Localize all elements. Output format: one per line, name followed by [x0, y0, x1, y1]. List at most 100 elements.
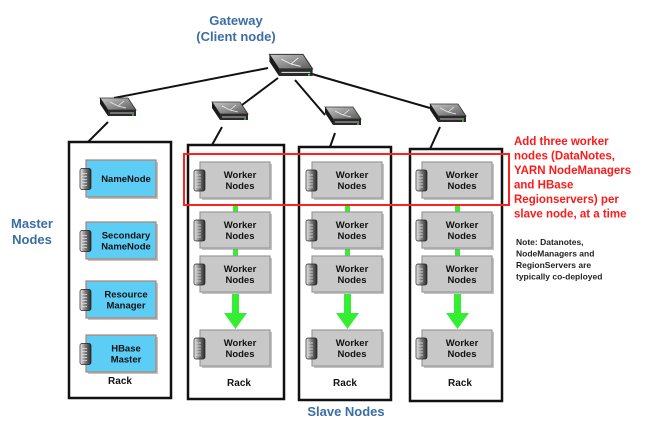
arrow-connector	[455, 206, 460, 213]
gateway-switch-icon	[268, 53, 314, 77]
slave-rack: Rack	[408, 147, 504, 403]
node-label: Worker	[446, 264, 479, 275]
note-line: NodeManagers and	[516, 249, 594, 259]
server-icon	[415, 337, 428, 360]
server-icon	[193, 337, 206, 360]
node-label: Nodes	[225, 231, 254, 242]
link-gateway-switch4	[304, 71, 431, 109]
note-line: Note: Datanotes,	[516, 237, 584, 247]
node-label: Nodes	[225, 349, 254, 360]
growth-arrows	[224, 206, 469, 329]
link-gateway-switch3	[294, 79, 326, 116]
rack-switch-icon	[429, 103, 467, 123]
arrow-head	[336, 313, 359, 329]
node-label: Nodes	[337, 349, 366, 360]
link-gateway-switch2	[241, 77, 279, 106]
node-label: Worker	[336, 264, 369, 275]
annotation-text: Add three worker nodes (DataNotes, YARN No…	[514, 136, 631, 221]
arrow-shaft	[344, 294, 351, 314]
annotation-line: and HBase	[514, 180, 573, 192]
arrow-connector	[233, 206, 238, 213]
rack-switch-icon	[99, 97, 137, 117]
slave-nodes-label: Slave Nodes	[307, 404, 384, 419]
node-label: Worker	[224, 264, 257, 275]
server-icon	[79, 230, 92, 252]
server-icon	[193, 169, 206, 192]
node-label: Manager	[106, 301, 145, 312]
node-label: Secondary	[102, 231, 151, 242]
annotation-line: YARN NodeManagers	[514, 165, 631, 177]
master-node-group: NameNodeSecondaryNameNodeResourceManager…	[79, 159, 158, 374]
link-gateway-switch1	[113, 67, 269, 99]
node-label: NameNode	[101, 242, 151, 253]
node-label: Worker	[336, 170, 369, 181]
server-icon	[79, 168, 92, 190]
server-icon	[79, 289, 92, 311]
node-label: Worker	[336, 338, 369, 349]
rack-label: Rack	[108, 376, 132, 387]
link-switch1-rack	[87, 121, 109, 143]
server-icon	[305, 263, 318, 286]
worker-node-group: WorkerNodesWorkerNodesWorkerNodesWorkerN…	[193, 161, 494, 368]
slave-rack: Rack	[186, 143, 286, 401]
server-icon	[305, 169, 318, 192]
slave-rack: Rack	[297, 145, 393, 402]
server-icon	[79, 343, 92, 365]
annotation-line: slave node, at a time	[514, 209, 627, 221]
annotation-line: Regionservers) per	[514, 194, 619, 206]
arrow-connector	[345, 206, 350, 213]
node-label: Worker	[446, 338, 479, 349]
server-icon	[305, 337, 318, 360]
link-switch3-rack	[329, 132, 336, 148]
network-links	[87, 67, 441, 150]
server-icon	[415, 219, 428, 242]
node-label: Master	[111, 355, 142, 366]
gateway-label: Gateway	[209, 13, 263, 28]
node-box: NameNode	[79, 159, 158, 199]
node-label: Worker	[446, 220, 479, 231]
arrow-shaft	[454, 294, 461, 314]
link-switch2-rack	[211, 126, 223, 146]
annotation-line: Add three worker	[514, 136, 609, 148]
link-switch4-rack	[429, 126, 441, 150]
gateway-label-sub: (Client node)	[196, 29, 275, 44]
rack-label: Rack	[227, 378, 251, 389]
server-icon	[193, 219, 206, 242]
note-line: RegionServers are	[516, 260, 591, 270]
arrow-shaft	[232, 294, 239, 314]
node-label: Nodes	[337, 181, 366, 192]
node-label: Nodes	[337, 275, 366, 286]
node-label: Nodes	[225, 181, 254, 192]
server-icon	[415, 169, 428, 192]
annotation-line: nodes (DataNotes,	[514, 151, 615, 163]
note-line: typically co-deployed	[516, 272, 602, 282]
node-label: Worker	[336, 220, 369, 231]
rack-label: Rack	[448, 378, 472, 389]
arrow-head	[224, 313, 247, 329]
node-label: HBase	[111, 344, 141, 355]
node-label: Nodes	[447, 275, 476, 286]
master-nodes-label: Master	[11, 216, 53, 231]
node-label: NameNode	[101, 174, 151, 185]
note-text: Note: Datanotes, NodeManagers andRegionSe…	[516, 237, 602, 282]
node-label: Nodes	[447, 231, 476, 242]
node-label: Worker	[224, 220, 257, 231]
arrow-connector	[455, 249, 460, 257]
rack-label: Rack	[333, 378, 357, 389]
arrow-connector	[345, 249, 350, 257]
server-icon	[415, 263, 428, 286]
master-nodes-label-sub: Nodes	[12, 232, 52, 247]
node-label: Nodes	[225, 275, 254, 286]
